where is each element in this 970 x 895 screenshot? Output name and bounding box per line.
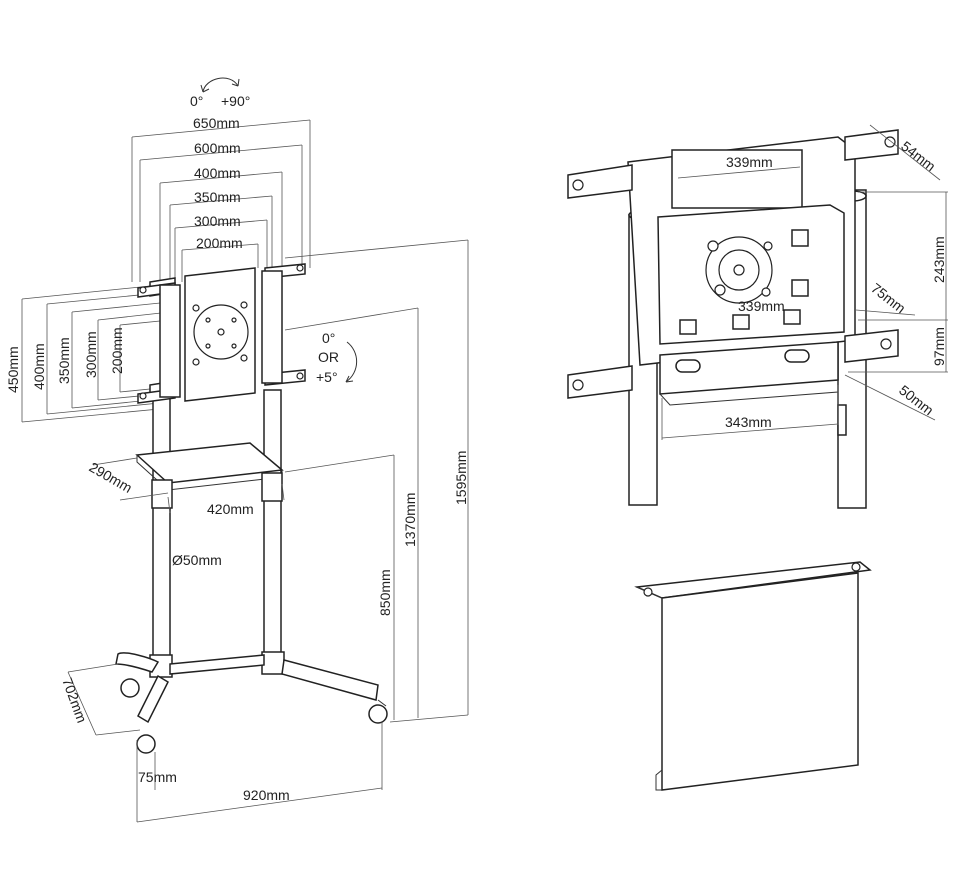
spacing-600-label: 600mm (194, 140, 241, 156)
vesa-mount (137, 263, 306, 404)
top-width-label: 339mm (726, 154, 773, 170)
caster-offset-label: 75mm (138, 769, 177, 785)
right-pole (263, 389, 282, 661)
height-label: 243mm (931, 236, 947, 283)
vspacing-200-label: 200mm (109, 327, 125, 374)
base-width-label: 920mm (243, 787, 290, 803)
shelf: 290mm 420mm (87, 442, 285, 517)
base (115, 651, 388, 754)
caster-icon (136, 734, 156, 754)
shelf-depth-label: 290mm (87, 459, 135, 496)
clamp-offset-label: 50mm (896, 382, 937, 419)
caster-icon (120, 678, 140, 698)
min-height-label: 1370mm (402, 493, 418, 547)
mid-width-label: 339mm (738, 298, 785, 314)
tilt-or-label: OR (318, 349, 339, 365)
height-dims: 1595mm 1370mm 850mm (284, 239, 469, 723)
caster-icon (368, 704, 388, 724)
lower-height-label: 97mm (931, 327, 947, 366)
shelf-width-label: 420mm (207, 501, 254, 517)
vspacing-450-label: 450mm (5, 346, 21, 393)
vspacing-350-label: 350mm (56, 337, 72, 384)
tilt-zero-label: 0° (322, 330, 335, 346)
tilt-five-label: +5° (316, 369, 338, 385)
left-pole (152, 394, 171, 664)
base-depth-label: 702mm (59, 676, 90, 725)
rotation-arrow-icon (202, 77, 239, 93)
bracket-detail: 339mm 339mm 343mm 54mm 243mm 97mm 75mm 5… (567, 124, 948, 509)
horizontal-spacing-dims: 650mm 600mm 400mm 350mm 300mm 200mm (131, 115, 311, 282)
max-height-label: 1595mm (453, 451, 469, 505)
vspacing-300-label: 300mm (83, 331, 99, 378)
spacing-350-label: 350mm (194, 189, 241, 205)
top-label-plate (671, 149, 803, 209)
spacing-400-label: 400mm (194, 165, 241, 181)
spacing-200-label: 200mm (196, 235, 243, 251)
tv-stand-drawing: 0° +90° 650mm 600mm 400mm 350mm 300mm (5, 77, 469, 823)
vspacing-400-label: 400mm (31, 343, 47, 390)
shelf-plate-detail (634, 561, 872, 791)
tilt-arrow-icon (345, 341, 358, 383)
rotation-start-label: 0° (190, 93, 203, 109)
spacing-650-label: 650mm (193, 115, 240, 131)
pole-diameter-label: Ø50mm (172, 552, 222, 568)
rotation-end-label: +90° (221, 93, 250, 109)
diag-offset-label: 75mm (868, 280, 909, 317)
spacing-300-label: 300mm (194, 213, 241, 229)
right-offset-label: 54mm (898, 138, 939, 175)
bottom-width-label: 343mm (725, 414, 772, 430)
shelf-height-label: 850mm (377, 569, 393, 616)
